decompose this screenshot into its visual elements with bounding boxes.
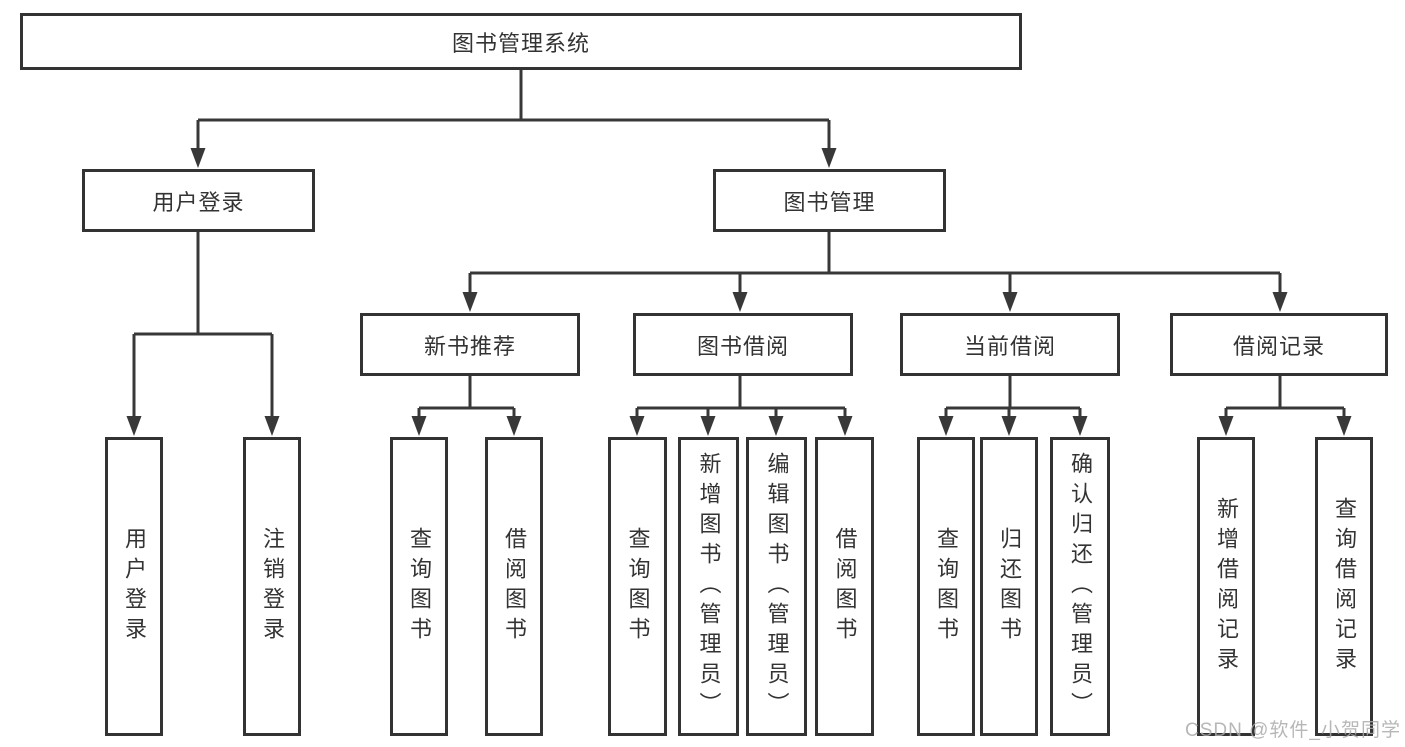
leaf-query-books-1: 查询图书 [390, 437, 448, 736]
leaf-user-login-label: 用户登录 [122, 526, 147, 647]
node-book-management-label: 图书管理 [783, 189, 876, 215]
node-book-borrow: 图书借阅 [633, 313, 853, 376]
csdn-watermark: CSDN @软件_小贺同学 [1185, 720, 1401, 741]
node-new-book-recommend: 新书推荐 [360, 313, 580, 376]
leaf-return-books-label: 归还图书 [997, 526, 1022, 647]
node-user-login: 用户登录 [82, 169, 315, 232]
leaf-borrow-books-1-label: 借阅图书 [502, 526, 527, 647]
node-current-borrow-label: 当前借阅 [963, 333, 1056, 359]
leaf-borrow-books-2-label: 借阅图书 [832, 526, 858, 647]
node-borrow-records: 借阅记录 [1170, 313, 1388, 376]
node-new-book-recommend-label: 新书推荐 [423, 333, 516, 359]
node-user-login-label: 用户登录 [152, 189, 245, 215]
leaf-query-books-1-label: 查询图书 [407, 526, 432, 647]
node-root-system: 图书管理系统 [20, 13, 1022, 70]
leaf-borrow-books-2: 借阅图书 [815, 437, 874, 736]
leaf-add-borrow-record: 新增借阅记录 [1197, 437, 1255, 736]
leaf-confirm-return-admin-label: 确认归还（管理员） [1068, 451, 1093, 722]
leaf-confirm-return-admin: 确认归还（管理员） [1050, 437, 1110, 736]
leaf-edit-books-admin: 编辑图书（管理员） [746, 437, 807, 736]
leaf-query-books-3: 查询图书 [917, 437, 975, 736]
leaf-add-books-admin: 新增图书（管理员） [678, 437, 739, 736]
leaf-edit-books-admin-label: 编辑图书（管理员） [764, 451, 790, 722]
node-book-management: 图书管理 [713, 169, 946, 232]
leaf-user-login: 用户登录 [105, 437, 163, 736]
leaf-add-books-admin-label: 新增图书（管理员） [696, 451, 722, 722]
leaf-return-books: 归还图书 [980, 437, 1038, 736]
leaf-logout-label: 注销登录 [260, 526, 285, 647]
leaf-query-books-2-label: 查询图书 [625, 526, 651, 647]
node-borrow-records-label: 借阅记录 [1232, 333, 1325, 359]
node-book-borrow-label: 图书借阅 [696, 333, 789, 359]
leaf-query-borrow-record: 查询借阅记录 [1315, 437, 1373, 736]
node-current-borrow: 当前借阅 [900, 313, 1120, 376]
leaf-query-borrow-record-label: 查询借阅记录 [1332, 496, 1357, 677]
leaf-query-books-3-label: 查询图书 [934, 526, 959, 647]
leaf-logout: 注销登录 [243, 437, 301, 736]
leaf-add-borrow-record-label: 新增借阅记录 [1214, 496, 1239, 677]
leaf-query-books-2: 查询图书 [608, 437, 667, 736]
node-root-label: 图书管理系统 [451, 30, 590, 56]
leaf-borrow-books-1: 借阅图书 [485, 437, 543, 736]
